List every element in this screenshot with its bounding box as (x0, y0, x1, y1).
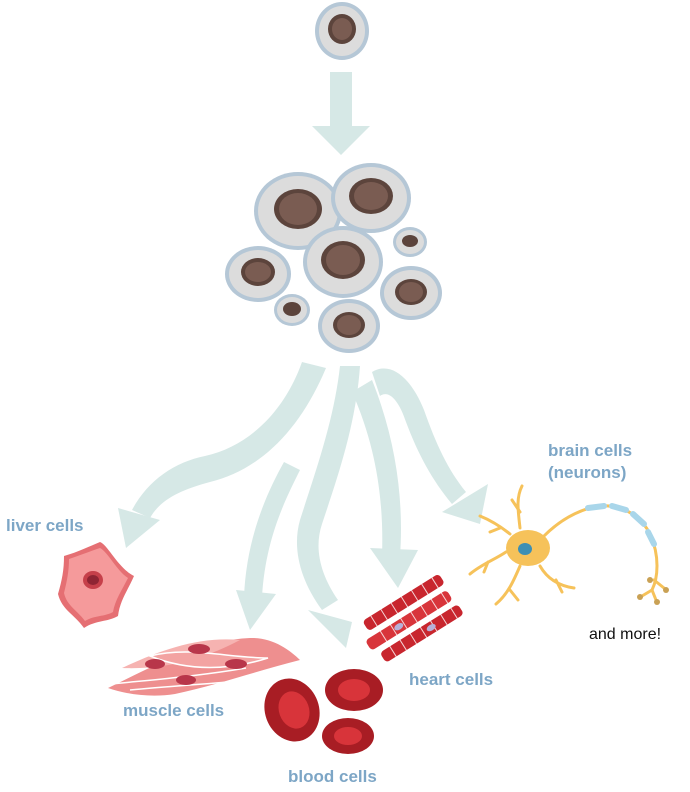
liver-cells-label: liver cells (6, 516, 84, 535)
cluster-cell (393, 227, 427, 257)
arrow-to-liver-icon (118, 362, 326, 548)
arrows (118, 72, 488, 648)
muscle-cell-icon (108, 637, 300, 696)
muscle-cells-label: muscle cells (123, 701, 225, 720)
cluster-cell (303, 226, 383, 298)
cluster-cell (331, 163, 411, 233)
stem-cell-cluster-icon (225, 163, 442, 353)
brain-cells-label-line1: brain cells (548, 441, 633, 460)
cluster-cell (318, 299, 380, 353)
stem-cell-icon (315, 2, 369, 60)
arrow-to-blood-icon (296, 366, 360, 648)
neuron-icon (468, 484, 669, 606)
cluster-cell (380, 266, 442, 320)
brain-cells-label-line2: (neurons) (548, 463, 627, 482)
liver-cell-icon (58, 542, 134, 628)
brain-cells-label: brain cells (neurons) (548, 440, 632, 484)
and-more-label: and more! (589, 626, 662, 643)
arrow-to-brain-icon (372, 368, 488, 524)
arrow-down-icon (312, 72, 370, 155)
cluster-cell (274, 294, 310, 326)
cluster-cell (254, 172, 342, 250)
arrow-to-heart-icon (352, 380, 418, 588)
arrow-to-muscle-icon (236, 462, 300, 630)
cluster-cell (225, 246, 291, 302)
blood-cell-icon (264, 669, 383, 754)
blood-cells-label: blood cells (288, 767, 377, 786)
heart-cell-icon (363, 574, 463, 662)
heart-cells-label: heart cells (409, 670, 494, 689)
